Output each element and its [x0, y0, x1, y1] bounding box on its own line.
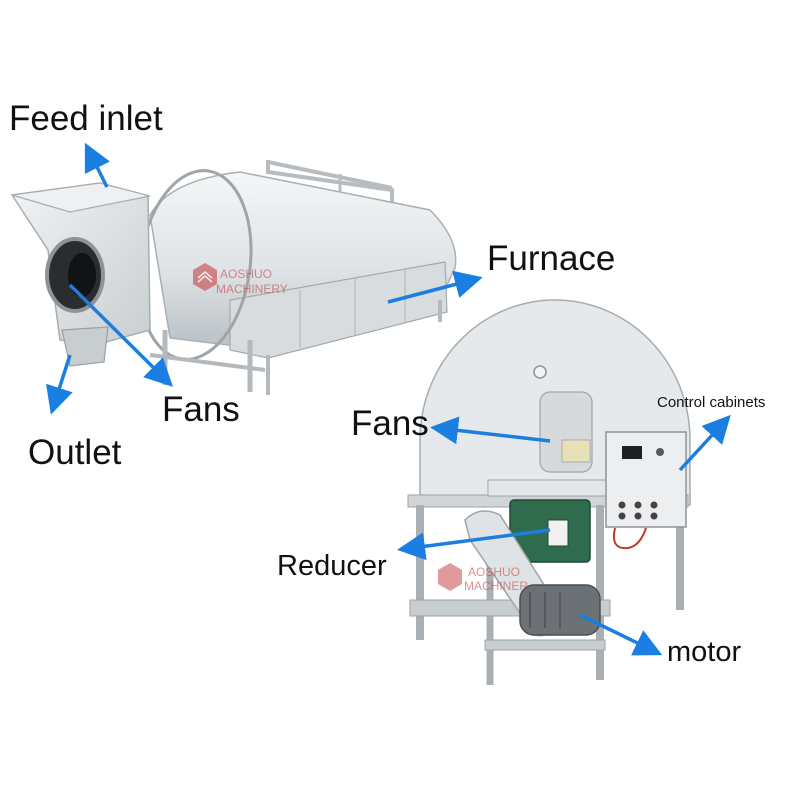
callout-arrows: [46, 142, 731, 656]
arrow-icon: [387, 270, 483, 304]
rotary-drum-dryer: [10, 160, 457, 395]
label-motor: motor: [667, 636, 742, 668]
fan-reducer-unit: [407, 299, 691, 685]
watermark-line1: AOSHUO: [220, 267, 272, 281]
watermark-line2-lower: MACHINER: [464, 579, 528, 593]
label-fans-bottom: Fans: [351, 404, 429, 443]
label-feed-inlet: Feed inlet: [9, 99, 163, 138]
arrow-icon: [84, 142, 110, 188]
arrow-icon: [68, 283, 173, 387]
watermark-line1-lower: AOSHUO: [468, 565, 520, 579]
control-cabinet: [605, 431, 687, 528]
arrow-icon: [430, 416, 551, 445]
label-furnace: Furnace: [487, 239, 616, 278]
label-control-cabinets: Control cabinets: [657, 394, 766, 411]
label-reducer: Reducer: [277, 550, 387, 582]
arrow-icon: [46, 354, 73, 415]
aoshuo-logo-icon: [193, 263, 217, 291]
arrow-icon: [678, 414, 731, 472]
arrow-icon: [397, 528, 551, 561]
label-fans-top: Fans: [162, 390, 240, 429]
label-outlet: Outlet: [28, 433, 122, 472]
watermark-line2: MACHINERY: [216, 282, 288, 296]
arrow-icon: [579, 613, 663, 656]
